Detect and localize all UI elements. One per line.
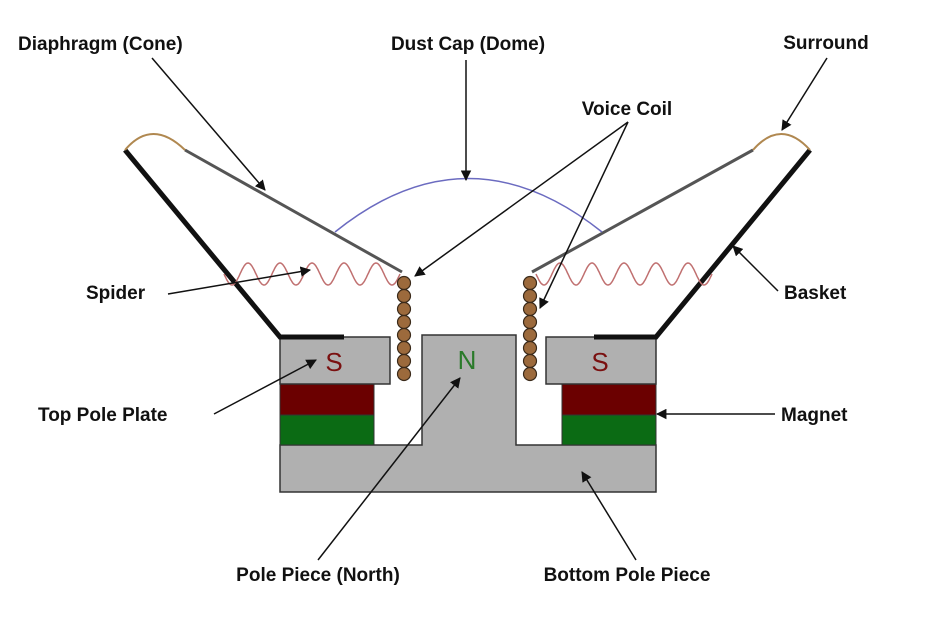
label-diaphragm: Diaphragm (Cone) [18, 34, 183, 55]
south-pole-left-text: S [325, 347, 342, 377]
leader-pole-piece [317, 377, 461, 561]
voice-coil-turn [396, 288, 412, 304]
label-spider: Spider [86, 283, 146, 304]
voice-coil-turn [522, 275, 538, 291]
leader-surround [781, 57, 828, 131]
voice-coil-turn [396, 275, 412, 291]
voice-coil-left [396, 275, 412, 382]
label-dust-cap: Dust Cap (Dome) [391, 34, 545, 55]
voice-coil-turn [396, 314, 412, 330]
leader-voice-coil-right [539, 121, 629, 309]
voice-coil-turn [522, 301, 538, 317]
basket-right [594, 148, 812, 340]
north-pole-text: N [458, 345, 477, 375]
voice-coil-turn [522, 366, 538, 382]
basket-left [123, 148, 344, 340]
leader-lines [151, 57, 828, 561]
voice-coil-turn [396, 366, 412, 382]
leader-bottom-pole-piece [581, 471, 637, 561]
leader-diaphragm [151, 57, 266, 191]
voice-coil-turn [522, 353, 538, 369]
voice-coil-turn [396, 340, 412, 356]
leader-top-pole-plate [213, 359, 317, 415]
top-pole-plate-left [279, 336, 391, 385]
label-magnet: Magnet [781, 405, 848, 426]
leader-voice-coil-left [414, 121, 629, 277]
voice-coil-turn [396, 301, 412, 317]
spider-left [223, 262, 401, 286]
surround-left [124, 133, 186, 151]
cone-right [531, 148, 754, 274]
voice-coil-turn [396, 327, 412, 343]
label-bottom-pole-piece: Bottom Pole Piece [544, 565, 711, 586]
label-surround: Surround [783, 33, 869, 54]
bottom-pole-piece-shape [279, 334, 657, 493]
voice-coil-turn [522, 327, 538, 343]
surround-right [752, 133, 811, 151]
voice-coil-right [522, 275, 538, 382]
south-pole-right-text: S [591, 347, 608, 377]
magnet-left-red [279, 383, 375, 416]
magnet-right-green [561, 414, 657, 446]
label-pole-piece: Pole Piece (North) [236, 565, 400, 586]
leader-basket [732, 245, 779, 292]
voice-coil-turn [522, 314, 538, 330]
voice-coil-turn [396, 353, 412, 369]
leader-spider [167, 266, 312, 295]
voice-coil-turn [522, 288, 538, 304]
magnet-left-green [279, 414, 375, 446]
cone-left [184, 148, 403, 274]
voice-coil-turn [522, 340, 538, 356]
spider-right [535, 262, 713, 286]
dust-cap [334, 177, 603, 233]
label-basket: Basket [784, 283, 847, 304]
label-top-pole-plate: Top Pole Plate [38, 405, 168, 426]
label-voice-coil: Voice Coil [582, 99, 672, 120]
magnet-right-red [561, 383, 657, 416]
